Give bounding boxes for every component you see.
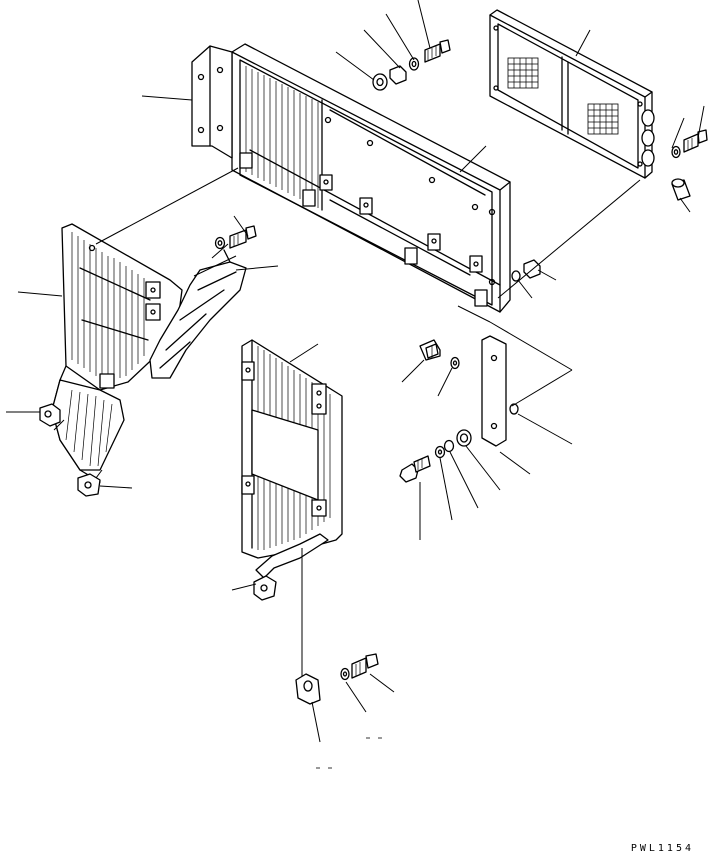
drawing-code-label: PWL1154: [630, 843, 694, 854]
left-cover-louvers: [71, 232, 145, 382]
leader-lines: [6, 0, 705, 743]
washer-bottom: [340, 667, 350, 681]
nut-upper: [389, 65, 407, 85]
bolt-bottom: [351, 653, 379, 679]
washer-middle: [450, 356, 460, 370]
hose-clamp-bottom-left: [77, 473, 101, 497]
left-mesh-screen: [507, 57, 539, 89]
washer-right: [671, 145, 681, 159]
right-mesh-screen: [587, 103, 619, 135]
washer-left-upper: [214, 236, 226, 250]
bolt-right: [683, 129, 708, 153]
cover-bolt-holes: [323, 116, 496, 286]
left-side-cover: [51, 223, 183, 483]
bolt-left-upper: [229, 225, 257, 249]
hose-clamp-left: [39, 403, 61, 427]
washer-bracket-right: [509, 403, 519, 415]
hose-clamp-lower: [253, 575, 277, 601]
washer-upper: [408, 57, 420, 71]
bolt-middle: [419, 339, 441, 361]
assembly-lines: [53, 167, 641, 676]
stray-marks: [316, 737, 382, 769]
cover-mounting-tabs: [239, 152, 488, 307]
grille-side-flange-rings: [641, 109, 655, 167]
lower-front-cover: [241, 339, 343, 579]
washer-right-mid: [511, 270, 521, 282]
spacer-collar-right: [671, 178, 691, 201]
side-bracket-panel: [191, 45, 233, 159]
hose-clamp-bottom: [295, 673, 321, 705]
bolt-lower-middle: [399, 455, 431, 483]
curved-duct: [149, 249, 247, 379]
washer-lower-middle-1: [434, 445, 446, 459]
upper-radiator-cover: [231, 43, 511, 313]
grille-screen-panel: [489, 9, 655, 179]
spacer-collar-upper: [372, 73, 388, 91]
washer-lower-middle-2: [443, 439, 455, 453]
nut-right-mid: [523, 259, 541, 279]
bolt-upper: [424, 39, 451, 63]
cover-vertical-louvers: [245, 66, 319, 208]
nut-lower-middle: [456, 429, 472, 447]
mounting-bracket-plate: [481, 335, 507, 447]
